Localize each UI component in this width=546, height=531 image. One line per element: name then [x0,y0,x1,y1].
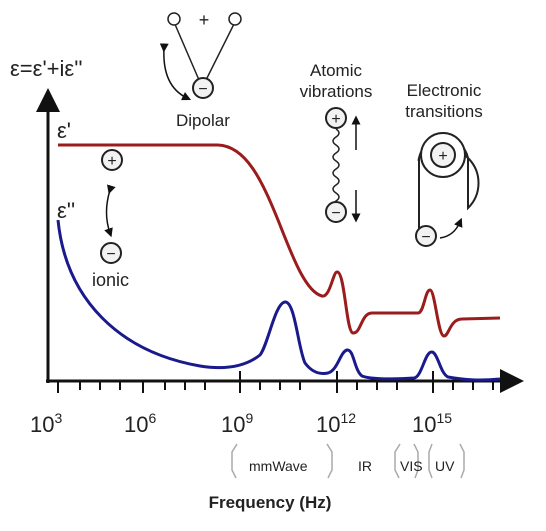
band-mmwave: mmWave [249,458,308,474]
ionic-minus-ion [100,242,122,264]
ionic-minus-sign: − [106,246,115,263]
atomic-label-line1: Atomic [310,61,362,80]
ionic-plus-sign: + [107,153,116,170]
tick-label-1e3: 103 [30,410,62,437]
dipolar-label: Dipolar [176,111,230,130]
dipolar-minus-sign: − [198,81,207,98]
ionic-label: ionic [92,270,129,290]
tick-label-1e6: 106 [124,410,156,437]
electronic-mechanism: Electronic transitions + − [405,81,483,247]
atomic-label-line2: vibrations [300,82,373,101]
band-vis: VIS [400,458,423,474]
atomic-spring [332,128,340,210]
atomic-plus-ion [325,107,347,129]
imag-part-label: ε'' [57,198,75,223]
ionic-plus-ion [101,149,123,171]
dipolar-mechanism: + − Dipolar [159,10,242,130]
electron-arrow [439,217,463,239]
tick-label-1e15: 1015 [412,410,452,437]
tick-label-1e9: 109 [221,410,253,437]
nucleus-plus-sign: + [438,148,447,165]
equation-label: ε=ε'+iε'' [10,56,83,81]
real-part-label: ε' [57,118,71,143]
atomic-minus-ion [325,201,347,223]
band-uv: UV [435,458,455,474]
electron-minus-sign: − [421,229,430,246]
electron-minus-ion [415,225,437,247]
x-axis-label: Frequency (Hz) [209,493,332,512]
imag-permittivity-curve [56,219,501,382]
x-axis-ticks [57,371,494,393]
dipolar-plus-sign: + [199,10,210,30]
tick-label-1e12: 1012 [316,410,356,437]
band-brackets [231,443,465,479]
atomic-plus-sign: + [331,111,340,128]
ionic-mechanism: + − ionic [92,149,129,290]
ionic-arrow [104,184,116,238]
real-permittivity-curve [58,143,501,338]
dipolar-minus-ion [192,77,214,99]
atomic-mechanism: Atomic vibrations + − [300,61,373,223]
dipolar-right-atom [228,12,242,26]
electronic-label-line1: Electronic [407,81,482,100]
dipolar-left-atom [167,12,181,26]
atomic-minus-sign: − [331,205,340,222]
band-ir: IR [358,458,372,474]
dipolar-rotation-arrow [159,43,192,101]
nucleus-plus-ion [430,142,456,168]
electronic-label-line2: transitions [405,102,482,121]
